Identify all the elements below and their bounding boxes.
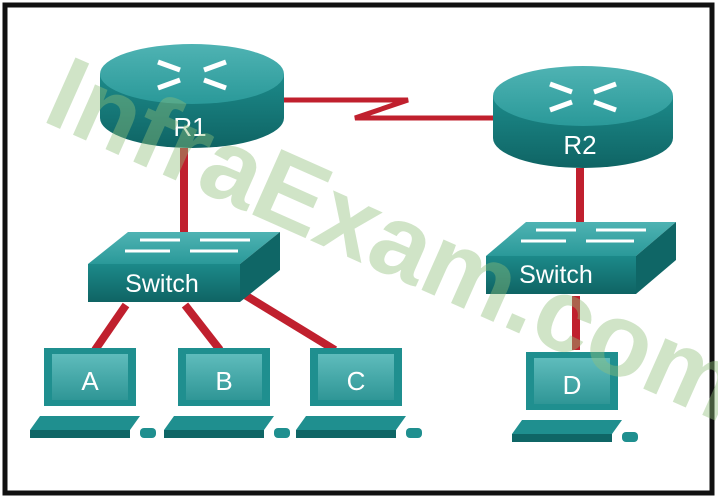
pc-mouse <box>406 428 422 438</box>
switch-arrows-icon <box>521 228 646 243</box>
pc-c[interactable]: C <box>296 348 422 438</box>
switch-2[interactable]: Switch <box>486 222 676 294</box>
switch-arrows-icon <box>125 238 250 253</box>
pc-keyboard <box>30 416 140 430</box>
pc-screen <box>52 354 128 400</box>
router-top <box>100 44 284 104</box>
pc-mouse <box>622 432 638 442</box>
pc-d[interactable]: D <box>512 352 638 442</box>
pc-screen <box>186 354 262 400</box>
pc-keyboard <box>512 420 622 434</box>
link-switch-a <box>91 302 130 353</box>
switch-front <box>88 264 240 302</box>
router-top <box>493 66 673 126</box>
link-switch-c <box>237 288 338 354</box>
switch-1[interactable]: Switch <box>88 232 280 302</box>
switch-label: Switch <box>519 261 593 289</box>
pc-label: B <box>215 366 232 396</box>
pc-mouse <box>274 428 290 438</box>
link-switch-b <box>181 302 224 353</box>
pc-base <box>296 430 396 438</box>
switch-side <box>240 232 280 302</box>
router-r2[interactable]: R2 <box>493 66 673 168</box>
pc-a[interactable]: A <box>30 348 156 438</box>
router-r1[interactable]: R1 <box>100 44 284 148</box>
pc-screen <box>534 358 610 404</box>
serial-link-r1-r2 <box>276 97 497 121</box>
switch-label: Switch <box>125 270 199 298</box>
pc-keyboard <box>296 416 406 430</box>
pc-base <box>30 430 130 438</box>
pc-label: D <box>563 370 582 400</box>
switch-side <box>636 222 676 294</box>
router-arrows-icon <box>157 59 227 91</box>
pc-label: C <box>347 366 366 396</box>
switch-front <box>486 256 636 294</box>
router-label: R2 <box>563 130 596 160</box>
pc-mouse <box>140 428 156 438</box>
links <box>91 97 584 354</box>
router-arrows-icon <box>549 81 617 113</box>
pc-label: A <box>81 366 99 396</box>
pc-base <box>164 430 264 438</box>
pc-keyboard <box>164 416 274 430</box>
pc-base <box>512 434 612 442</box>
router-label: R1 <box>173 112 206 142</box>
pc-b[interactable]: B <box>164 348 290 438</box>
pc-screen <box>318 354 394 400</box>
